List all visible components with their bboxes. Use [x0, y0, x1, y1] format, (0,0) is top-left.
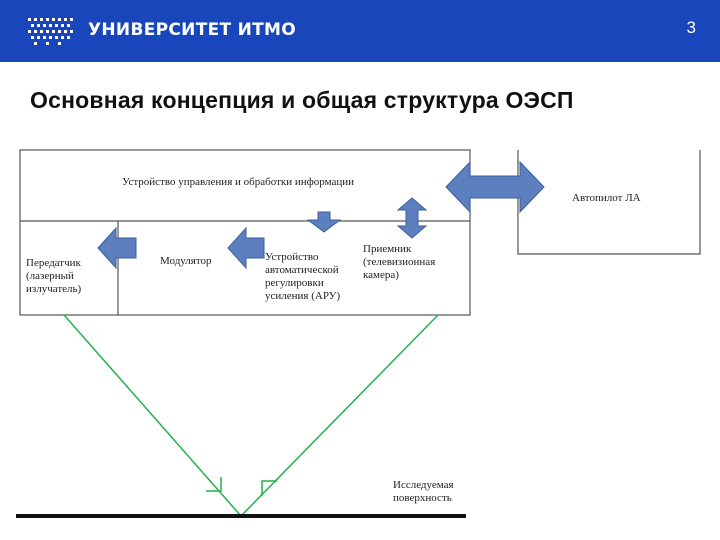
vertical-double-arrow-icon [396, 197, 428, 239]
modulator-label: Модулятор [160, 255, 212, 267]
autopilot-box [517, 150, 701, 255]
agc-label: Устройство автоматической регулировки ус… [265, 251, 341, 302]
autopilot-label: Автопилот ЛА [572, 192, 641, 204]
down-arrow-icon [306, 211, 342, 233]
transmitter-label: Передатчик (лазерный излучатель) [26, 257, 82, 295]
header-bar: УНИВЕРСИТЕТ ИТМО 3 [0, 0, 720, 62]
logo-text: УНИВЕРСИТЕТ ИТМО [88, 20, 297, 40]
page-number: 3 [686, 18, 696, 37]
receiver-label: Приемник (телевизионная камера) [363, 243, 436, 281]
itmo-logo-icon [28, 18, 73, 45]
left-arrow-icon [227, 226, 265, 270]
reflected-arrow-icon [261, 480, 277, 496]
double-arrow-icon [445, 160, 545, 214]
left-arrow-icon [97, 226, 137, 270]
control-unit-label: Устройство управления и обработки информ… [122, 176, 355, 188]
incident-arrow-icon [206, 477, 222, 492]
reflected-beam [240, 314, 439, 517]
surface-label: Исследуемая поверхность [393, 479, 454, 504]
slide-title: Основная концепция и общая структура ОЭС… [30, 87, 574, 113]
emitted-beam [63, 314, 242, 517]
